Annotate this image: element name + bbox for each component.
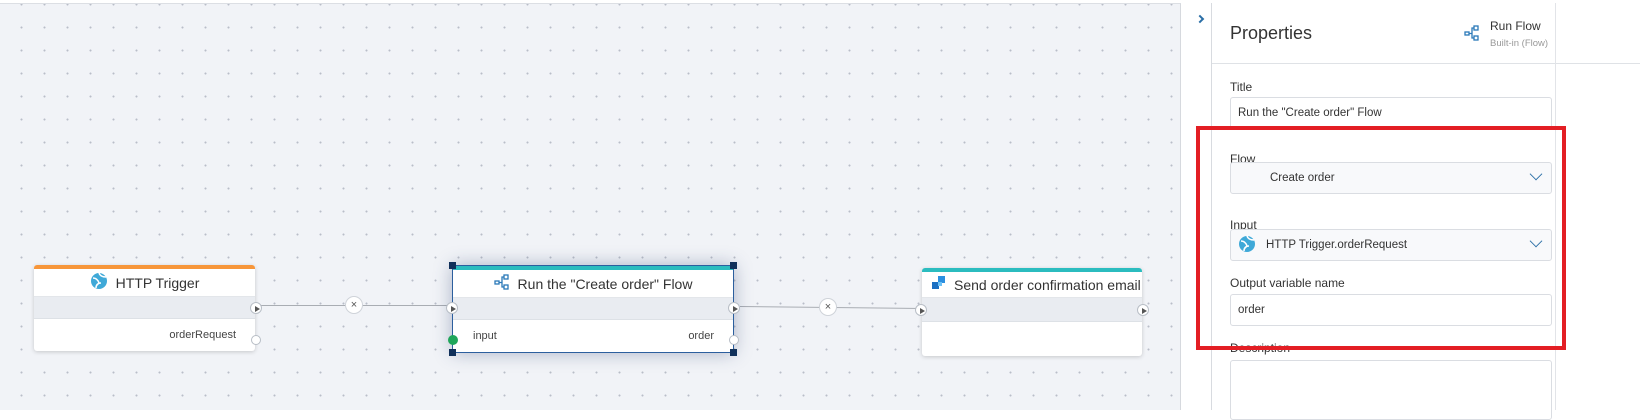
input-label: Input <box>1230 218 1257 232</box>
data-out-port[interactable] <box>729 335 739 345</box>
node-http-trigger[interactable]: HTTP Trigger orderRequest <box>34 265 262 351</box>
remove-connection-button[interactable]: × <box>345 296 363 314</box>
input-select[interactable]: HTTP Trigger.orderRequest <box>1230 229 1552 261</box>
scrollbar[interactable] <box>1555 3 1556 410</box>
title-value: Run the "Create order" Flow <box>1238 107 1382 119</box>
flow-value: Create order <box>1270 172 1335 184</box>
node-run-flow[interactable]: Run the "Create order" Flow input order <box>446 262 740 356</box>
title-label: Title <box>1230 80 1253 94</box>
resize-handle[interactable] <box>730 349 737 356</box>
remove-connection-button[interactable]: × <box>819 298 837 316</box>
close-icon: × <box>350 299 358 311</box>
email-app-icon <box>932 276 946 293</box>
exec-out-port[interactable] <box>728 302 740 314</box>
node-title: Send order confirmation email <box>954 276 1141 293</box>
node-title: Run the "Create order" Flow <box>517 275 693 292</box>
flow-icon <box>493 274 510 293</box>
node-accent-bar <box>922 268 1142 272</box>
node-accent-bar <box>453 266 733 270</box>
input-value: HTTP Trigger.orderRequest <box>1266 239 1408 251</box>
exec-in-port[interactable] <box>915 304 927 316</box>
output-variable-value: order <box>1238 304 1265 316</box>
exec-out-port[interactable] <box>1137 304 1149 316</box>
globe-icon <box>90 272 108 293</box>
flow-icon <box>1464 25 1480 46</box>
output-label: orderRequest <box>169 329 236 341</box>
resize-handle[interactable] <box>449 349 456 356</box>
output-variable-input[interactable]: order <box>1230 294 1552 326</box>
data-in-port[interactable] <box>448 335 458 345</box>
data-out-port[interactable] <box>251 335 261 345</box>
title-input[interactable]: Run the "Create order" Flow <box>1230 97 1552 129</box>
description-input[interactable] <box>1230 360 1552 420</box>
activity-name: Run Flow <box>1490 19 1541 33</box>
output-variable-label: Output variable name <box>1230 276 1345 290</box>
activity-category: Built-in (Flow) <box>1490 38 1549 49</box>
node-title: HTTP Trigger <box>115 274 200 291</box>
chevron-right-icon[interactable] <box>1195 14 1205 24</box>
exec-out-port[interactable] <box>250 302 262 314</box>
globe-icon <box>1238 235 1256 256</box>
input-label: input <box>473 330 497 342</box>
node-accent-bar <box>34 265 255 269</box>
resize-handle[interactable] <box>730 262 737 269</box>
flow-canvas[interactable]: × × HTTP Trigger orderRequest Run the "C… <box>0 3 1181 410</box>
exec-in-port[interactable] <box>446 302 458 314</box>
flow-select[interactable]: Create order <box>1230 162 1552 194</box>
node-send-email[interactable]: Send order confirmation email <box>915 268 1149 356</box>
resize-handle[interactable] <box>449 262 456 269</box>
output-label: order <box>688 330 714 342</box>
close-icon: × <box>824 301 832 313</box>
highlight-box <box>1196 126 1566 350</box>
panel-title: Properties <box>1230 23 1313 43</box>
